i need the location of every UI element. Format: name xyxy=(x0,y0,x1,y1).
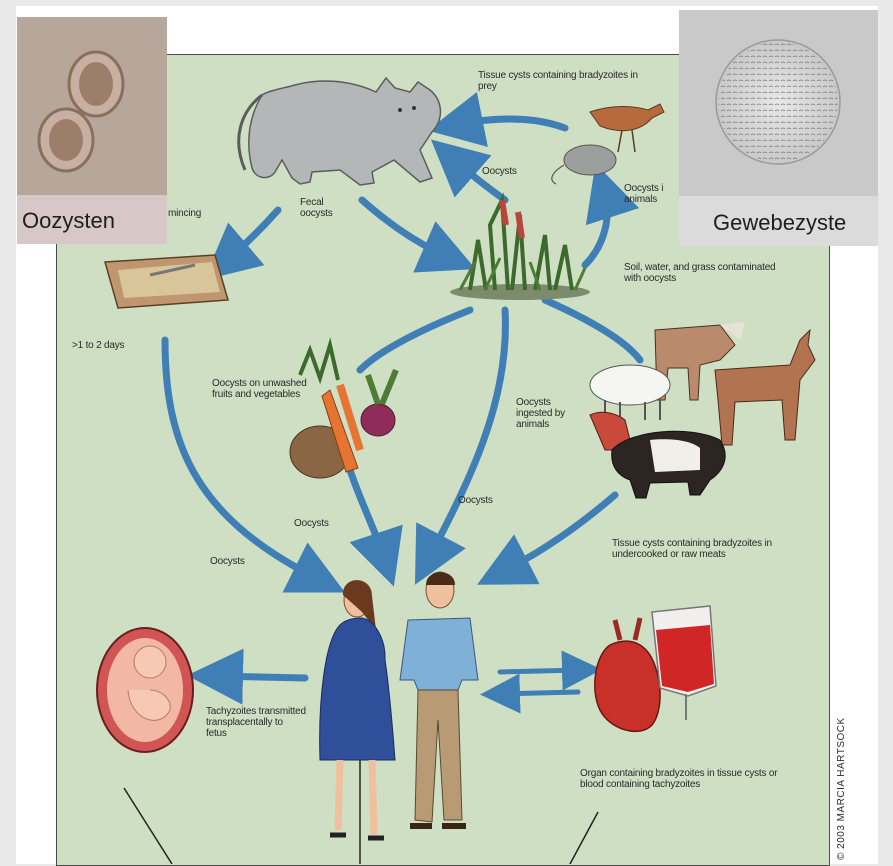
label-oocysts-fruits: Oocysts on unwashed fruits and vegetable… xyxy=(212,378,312,400)
arrow-soil-to-human xyxy=(428,310,505,560)
man-illustration xyxy=(400,572,478,826)
arrow-cat-to-litter xyxy=(225,210,278,262)
arrow-human-to-organ xyxy=(500,670,582,672)
arrow-soil-to-vegetables xyxy=(360,310,470,370)
fetus-illustration xyxy=(97,628,193,752)
cat-illustration xyxy=(239,78,441,185)
label-fecal-oocysts: Fecal oocysts xyxy=(300,197,344,219)
label-oocysts-left: Oocysts xyxy=(210,556,245,567)
label-tissue-cysts-meats: Tissue cysts containing bradyzoites in u… xyxy=(612,538,784,560)
label-days: >1 to 2 days xyxy=(72,340,124,351)
bird-illustration xyxy=(590,104,664,152)
leader-lines xyxy=(124,760,598,864)
label-soil-water-grass: Soil, water, and grass contaminated with… xyxy=(624,262,794,284)
label-organ: Organ containing bradyzoites in tissue c… xyxy=(580,768,790,790)
illustration-credit: © 2003 MARCIA HARTSOCK xyxy=(836,717,847,860)
label-tissue-cysts-prey: Tissue cysts containing bradyzoites in p… xyxy=(478,70,638,92)
heart-organ-illustration xyxy=(595,618,660,731)
arrow-mother-to-fetus xyxy=(215,676,305,678)
arrow-soil-to-livestock xyxy=(545,300,640,360)
oocyst-photo xyxy=(17,17,167,195)
label-oocysts-top: Oocysts xyxy=(482,166,517,177)
oocyst-label: Oozysten xyxy=(22,208,115,234)
label-tachyzoites: Tachyzoites transmitted transplacentally… xyxy=(206,706,306,739)
label-oocysts-center: Oocysts xyxy=(458,495,493,506)
plants-illustration xyxy=(450,200,590,300)
litter-box-illustration xyxy=(105,255,228,308)
arrow-livestock-to-human xyxy=(502,495,615,572)
vegetables-illustration xyxy=(290,345,396,478)
label-oocysts-mid: Oocysts xyxy=(294,518,329,529)
label-oocysts-in-animals: Oocysts i animals xyxy=(624,183,676,205)
arrow-organ-to-human xyxy=(500,692,578,694)
arrow-prey-to-cat xyxy=(455,119,565,128)
arrow-cat-to-soil xyxy=(362,200,450,258)
arrow-vegetables-to-human xyxy=(350,470,385,560)
mouse-illustration xyxy=(552,145,616,184)
tissue-cyst-photo xyxy=(679,10,878,196)
arrow-soil-to-animals xyxy=(585,190,607,265)
arrow-oocysts-to-cat xyxy=(452,158,505,200)
label-oocysts-ingested: Oocysts ingested by animals xyxy=(516,397,578,430)
tissue-cyst-label: Gewebezyste xyxy=(713,210,846,236)
blood-bag-illustration xyxy=(652,606,716,720)
label-mincing: mincing xyxy=(168,208,201,219)
pregnant-woman-illustration xyxy=(320,580,395,838)
